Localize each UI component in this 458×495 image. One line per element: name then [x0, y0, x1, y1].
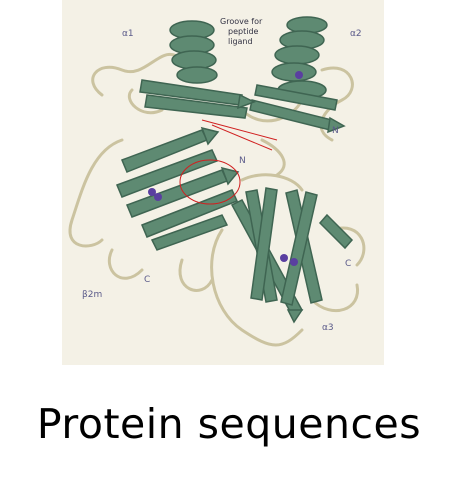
label-alpha3: α3: [322, 323, 334, 333]
label-beta2m: β2m: [82, 290, 102, 300]
protein-structure-figure: α1 α2 Groove for peptide ligand N N C C …: [62, 0, 384, 365]
label-n-top: N: [332, 126, 339, 136]
label-alpha1: α1: [122, 29, 134, 39]
label-alpha2: α2: [350, 29, 362, 39]
helix-right: [271, 16, 328, 100]
label-groove-line3: ligand: [228, 37, 253, 46]
beta2m-domain: [116, 126, 240, 251]
label-groove-line2: peptide: [228, 27, 259, 36]
helix-left: [169, 20, 218, 84]
label-c-right: C: [345, 259, 351, 269]
caption-title: Protein sequences: [36, 400, 422, 448]
label-groove-line1: Groove for: [220, 17, 263, 26]
metal-ions: [148, 71, 303, 266]
label-c-left: C: [144, 275, 150, 285]
highlight-annotation: [179, 119, 278, 205]
alpha3-domain: [230, 187, 354, 324]
beta-sheet-top: [139, 79, 346, 134]
label-n-mid: N: [239, 156, 246, 166]
